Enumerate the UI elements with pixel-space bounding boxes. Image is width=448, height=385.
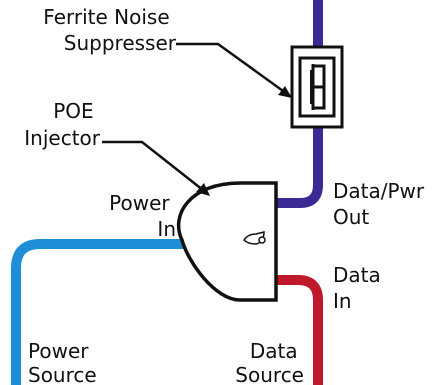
ferrite-label: Ferrite Noise Suppresser <box>43 5 176 55</box>
power-source-label: Power Source <box>28 339 97 385</box>
poe-leader-arrow <box>102 140 210 196</box>
data-pwr-out-cable <box>276 0 323 208</box>
poe-injector-label: POE Injector <box>24 99 101 150</box>
ferrite-leader-arrow <box>176 42 292 98</box>
power-in-label: Power In <box>109 191 176 241</box>
data-source-cable <box>276 275 323 385</box>
data-in-label: Data In <box>333 263 387 313</box>
ferrite-core-icon <box>290 45 344 129</box>
power-source-cable <box>11 239 188 385</box>
poe-injector-icon <box>176 181 278 302</box>
data-pwr-out-label: Data/Pwr Out <box>333 179 431 229</box>
data-source-label: Data Source <box>235 339 304 385</box>
